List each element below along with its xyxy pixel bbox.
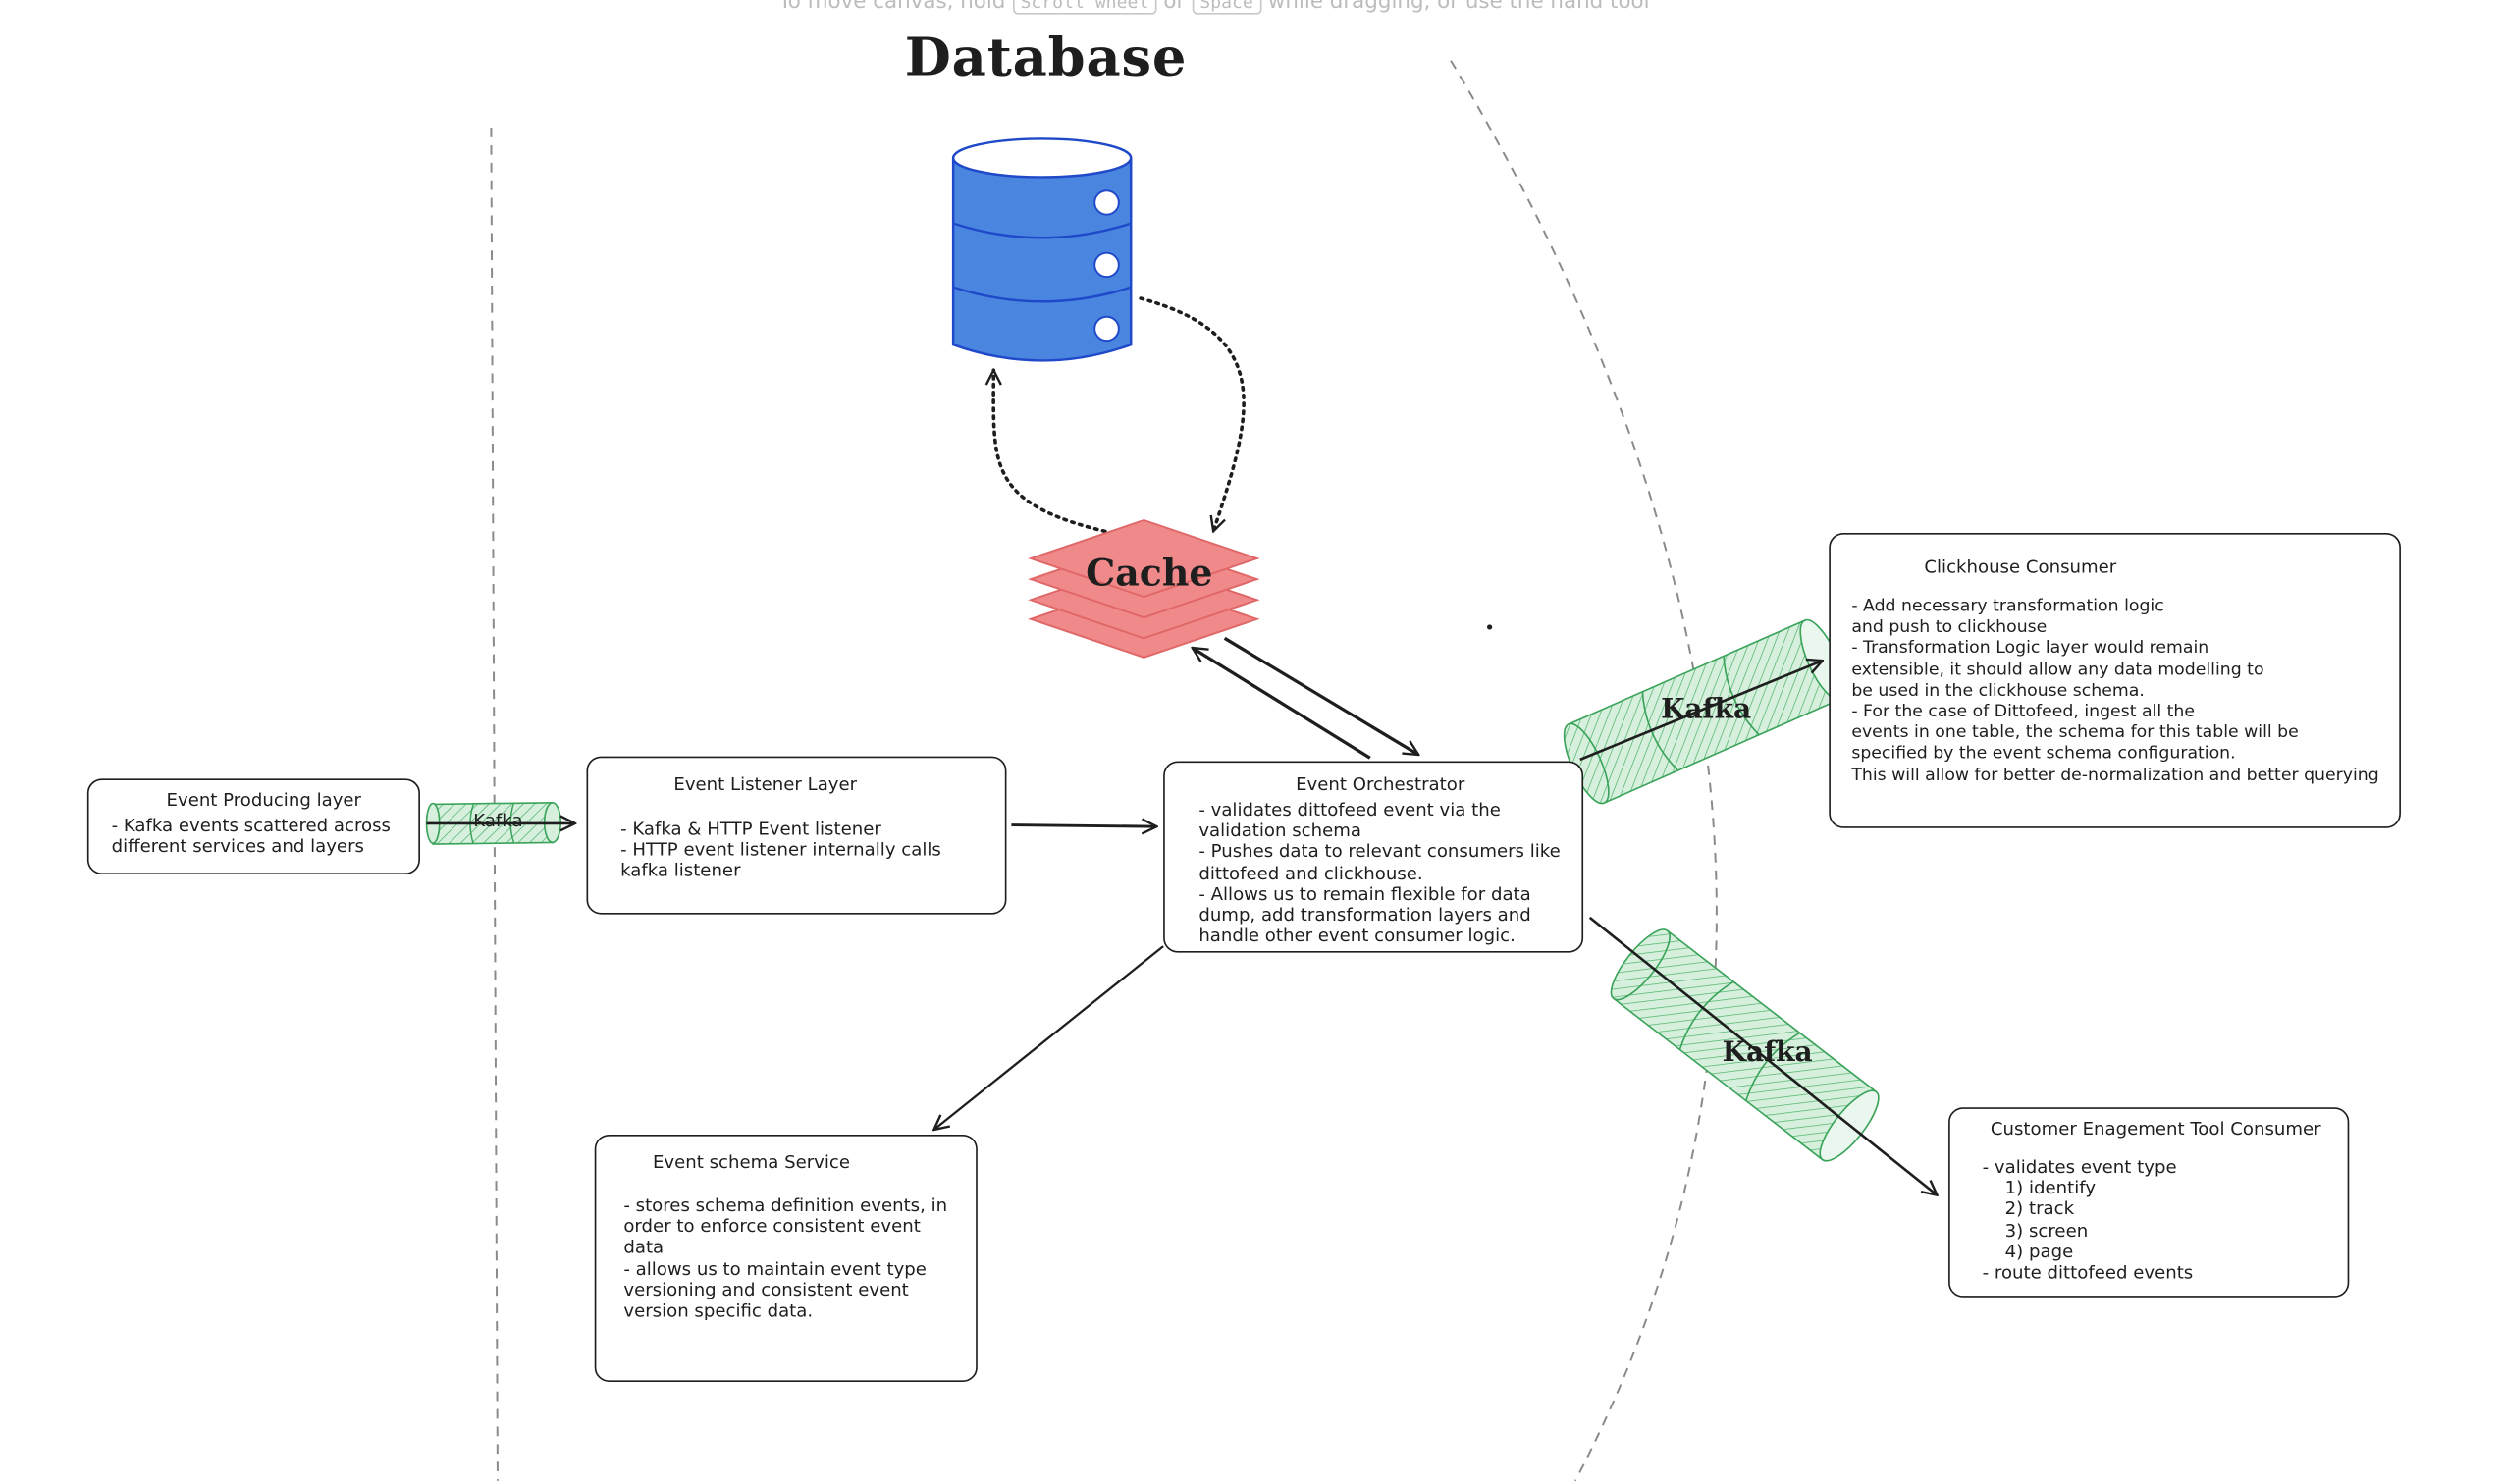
- database-icon[interactable]: [951, 137, 1133, 362]
- event-orchestrator-body: - validates dittofeed event via the vali…: [1198, 799, 1561, 947]
- customer-engagement-body: - validates event type 1) identify 2) tr…: [1982, 1156, 2194, 1284]
- stray-dot: [1486, 624, 1493, 630]
- kafka-label-upper[interactable]: Kafka: [1661, 694, 1752, 726]
- clickhouse-consumer-box[interactable]: Clickhouse Consumer - Add necessary tran…: [1829, 533, 2401, 828]
- canvas-hint: To move canvas, hold Scroll wheel or Spa…: [778, 0, 1650, 15]
- scroll-wheel-key: Scroll wheel: [1012, 0, 1157, 15]
- event-schema-box[interactable]: Event schema Service - stores schema def…: [594, 1134, 978, 1382]
- clickhouse-consumer-title: Clickhouse Consumer: [1924, 556, 2117, 578]
- hint-suffix: while dragging, or use the hand tool: [1267, 0, 1650, 15]
- orchestrator-to-clickhouse-arrow: [1579, 661, 1823, 762]
- customer-engagement-box[interactable]: Customer Enagement Tool Consumer - valid…: [1948, 1107, 2350, 1298]
- event-orchestrator-box[interactable]: Event Orchestrator - validates dittofeed…: [1163, 761, 1584, 953]
- cache-label[interactable]: Cache: [1086, 552, 1213, 596]
- event-schema-title: Event schema Service: [652, 1151, 851, 1173]
- hint-or: or: [1163, 0, 1186, 15]
- customer-engagement-title: Customer Enagement Tool Consumer: [1990, 1118, 2321, 1140]
- clickhouse-consumer-body: - Add necessary transformation logic and…: [1851, 597, 2379, 785]
- event-listener-box[interactable]: Event Listener Layer - Kafka & HTTP Even…: [586, 756, 1007, 915]
- listener-to-orchestrator-arrow: [1011, 825, 1156, 827]
- orchestrator-to-customer-arrow: [1588, 916, 1938, 1195]
- hint-prefix: To move canvas, hold: [778, 0, 1006, 15]
- event-producing-box[interactable]: Event Producing layer - Kafka events sca…: [86, 778, 420, 874]
- database-to-cache-dotted: [1139, 296, 1246, 531]
- space-key: Space: [1192, 0, 1262, 15]
- kafka-label-small[interactable]: Kafka: [473, 810, 523, 832]
- event-listener-body: - Kafka & HTTP Event listener - HTTP eve…: [620, 819, 941, 882]
- cache-to-orchestrator-arrow: [1223, 636, 1419, 757]
- database-title[interactable]: Database: [904, 26, 1188, 88]
- event-schema-body: - stores schema definition events, in or…: [623, 1194, 948, 1322]
- kafka-label-lower[interactable]: Kafka: [1722, 1036, 1813, 1070]
- event-listener-title: Event Listener Layer: [673, 773, 858, 795]
- left-divider: [490, 128, 499, 1481]
- event-producing-title: Event Producing layer: [166, 789, 362, 811]
- cache-icon[interactable]: [1028, 518, 1260, 659]
- event-producing-body: - Kafka events scattered across differen…: [111, 815, 391, 858]
- orchestrator-to-schema-arrow: [933, 945, 1164, 1130]
- cache-to-database-dotted: [993, 368, 1107, 534]
- event-orchestrator-title: Event Orchestrator: [1296, 773, 1465, 795]
- orchestrator-to-cache-arrow: [1193, 648, 1371, 760]
